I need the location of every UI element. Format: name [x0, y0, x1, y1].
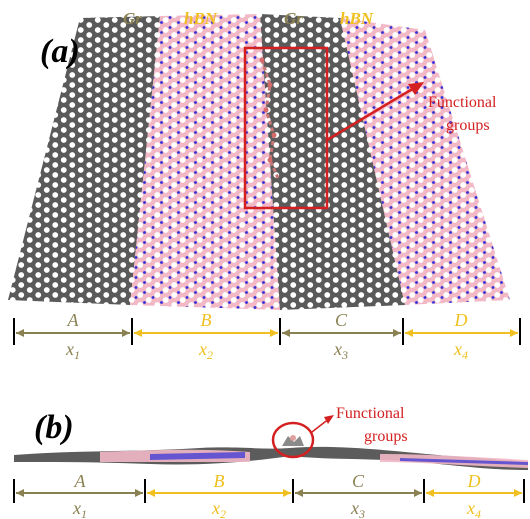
arrowhead-a-icon	[408, 82, 424, 95]
region-d-label: D	[454, 310, 468, 330]
dim-arrow-b-left-icon	[134, 329, 142, 337]
dim-arrow-bd-left-icon	[426, 489, 434, 497]
annotation-b-line2: groups	[364, 428, 408, 445]
panel-a-label: (a)	[40, 33, 80, 70]
annotation-arrow-a	[326, 86, 415, 142]
width-x2-label: x2	[198, 339, 213, 362]
width-b-x3-label: x3	[350, 498, 365, 519]
region-bar-a	[13, 318, 521, 345]
dim-arrow-c-right-icon	[393, 329, 401, 337]
width-x3-label: x3	[333, 339, 348, 362]
sheet-b-side-view	[14, 435, 528, 470]
region-b-a-label: A	[74, 471, 87, 491]
graphene-strip-a	[8, 16, 160, 305]
graphene-strip-c	[260, 14, 405, 310]
hbn-strip-d	[340, 18, 510, 305]
panel-b-label: (b)	[34, 409, 74, 446]
dim-arrow-a-right-icon	[122, 329, 130, 337]
annotation-a-line2: groups	[446, 117, 490, 134]
width-b-x4-label: x4	[466, 498, 481, 519]
region-bar-b	[13, 479, 525, 503]
functional-group-circle	[271, 421, 315, 459]
top-label-gr-1: Gr	[123, 9, 142, 28]
dim-arrow-c-left-icon	[282, 329, 290, 337]
annotation-a-line1: Functional	[428, 94, 497, 111]
width-x4-label: x4	[453, 339, 468, 362]
dim-arrow-a-left-icon	[16, 329, 24, 337]
dim-arrow-bc-left-icon	[295, 489, 303, 497]
width-b-x1-label: x1	[72, 498, 87, 519]
dim-arrow-ba-right-icon	[135, 489, 143, 497]
annotation-b-line1: Functional	[336, 405, 405, 422]
region-b-d-label: D	[467, 471, 481, 491]
region-a-label: A	[67, 310, 80, 330]
region-c-label: C	[335, 310, 348, 330]
width-x1-label: x1	[65, 339, 80, 362]
functional-group-chain	[260, 59, 280, 179]
dim-arrow-d-left-icon	[405, 329, 413, 337]
region-b-c-label: C	[352, 471, 365, 491]
dim-arrow-b-right-icon	[270, 329, 278, 337]
top-label-gr-2: Gr	[284, 9, 303, 28]
dim-arrow-bb-right-icon	[283, 489, 291, 497]
functional-group-box	[243, 46, 329, 210]
region-b-b-label: B	[214, 471, 225, 491]
functional-group-atoms	[259, 57, 277, 163]
dim-arrow-bd-right-icon	[514, 489, 522, 497]
hbn-strip-b	[130, 14, 280, 310]
region-b-label: B	[201, 310, 212, 330]
dim-arrow-bc-right-icon	[414, 489, 422, 497]
width-b-x2-label: x2	[211, 498, 226, 519]
top-label-hbn-2: hBN	[340, 9, 374, 28]
dim-arrow-bb-left-icon	[147, 489, 155, 497]
arrowhead-b-icon	[324, 415, 334, 424]
sheet-a	[8, 14, 510, 310]
dim-arrow-d-right-icon	[510, 329, 518, 337]
top-label-hbn-1: hBN	[184, 9, 218, 28]
dim-arrow-ba-left-icon	[16, 489, 24, 497]
